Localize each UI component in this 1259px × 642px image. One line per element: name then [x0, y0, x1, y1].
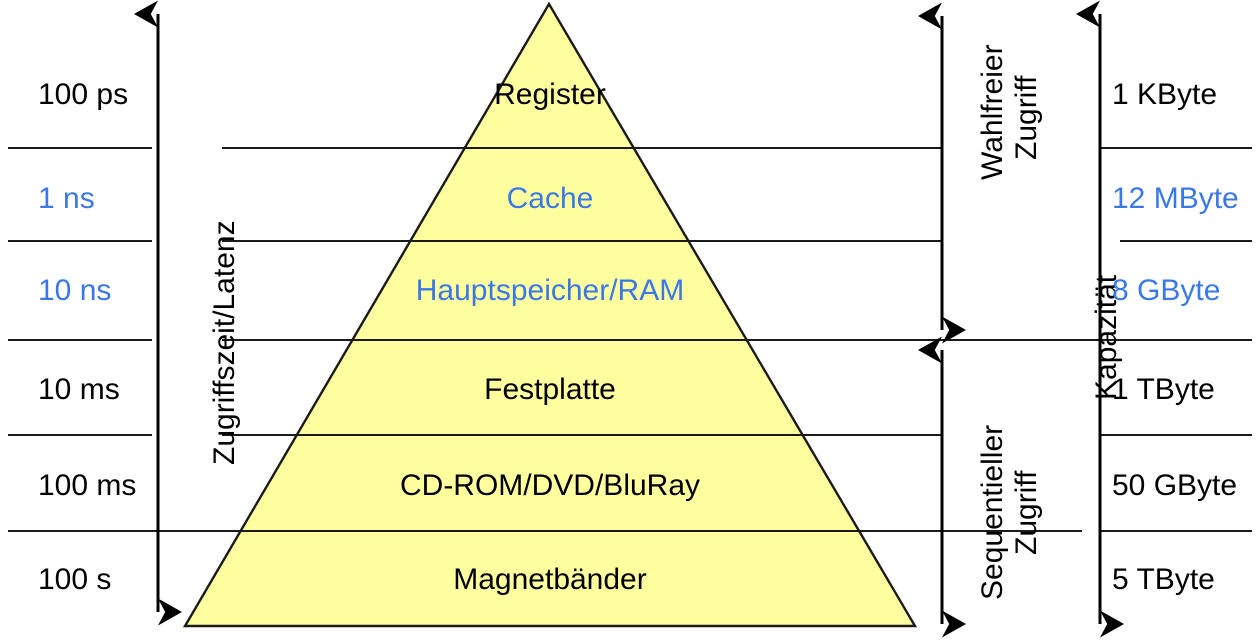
capacity-value-cache: 12 MByte: [1112, 182, 1239, 215]
latency-value-register: 100 ps: [38, 78, 129, 111]
random-access-caption-line2: Zugriff: [1010, 75, 1043, 160]
tier-label-tape: Magnetbänder: [453, 563, 647, 596]
latency-axis-caption: Zugriffszeit/Latenz: [208, 220, 241, 465]
capacity-value-ram: 8 GByte: [1112, 274, 1221, 307]
tier-label-optical: CD-ROM/DVD/BluRay: [399, 469, 701, 502]
sequential-access-caption-line2: Zugriff: [1010, 470, 1043, 555]
sequential-access-caption-line1: Sequentieller: [976, 424, 1009, 600]
latency-value-tape: 100 s: [38, 563, 112, 596]
latency-value-disk: 10 ms: [38, 373, 120, 406]
latency-value-optical: 100 ms: [38, 469, 137, 502]
tier-label-cache: Cache: [506, 182, 594, 215]
latency-value-ram: 10 ns: [38, 274, 112, 307]
random-access-caption-line1: Wahlfreier: [976, 44, 1009, 180]
capacity-value-disk: 1 TByte: [1112, 373, 1215, 406]
capacity-value-tape: 5 TByte: [1112, 563, 1215, 596]
tier-label-ram: Hauptspeicher/RAM: [415, 274, 685, 307]
capacity-value-register: 1 KByte: [1112, 78, 1218, 111]
tier-label-disk: Festplatte: [484, 373, 616, 406]
latency-value-cache: 1 ns: [38, 182, 95, 215]
capacity-value-optical: 50 GByte: [1112, 469, 1238, 502]
tier-label-register: Register: [494, 78, 606, 111]
